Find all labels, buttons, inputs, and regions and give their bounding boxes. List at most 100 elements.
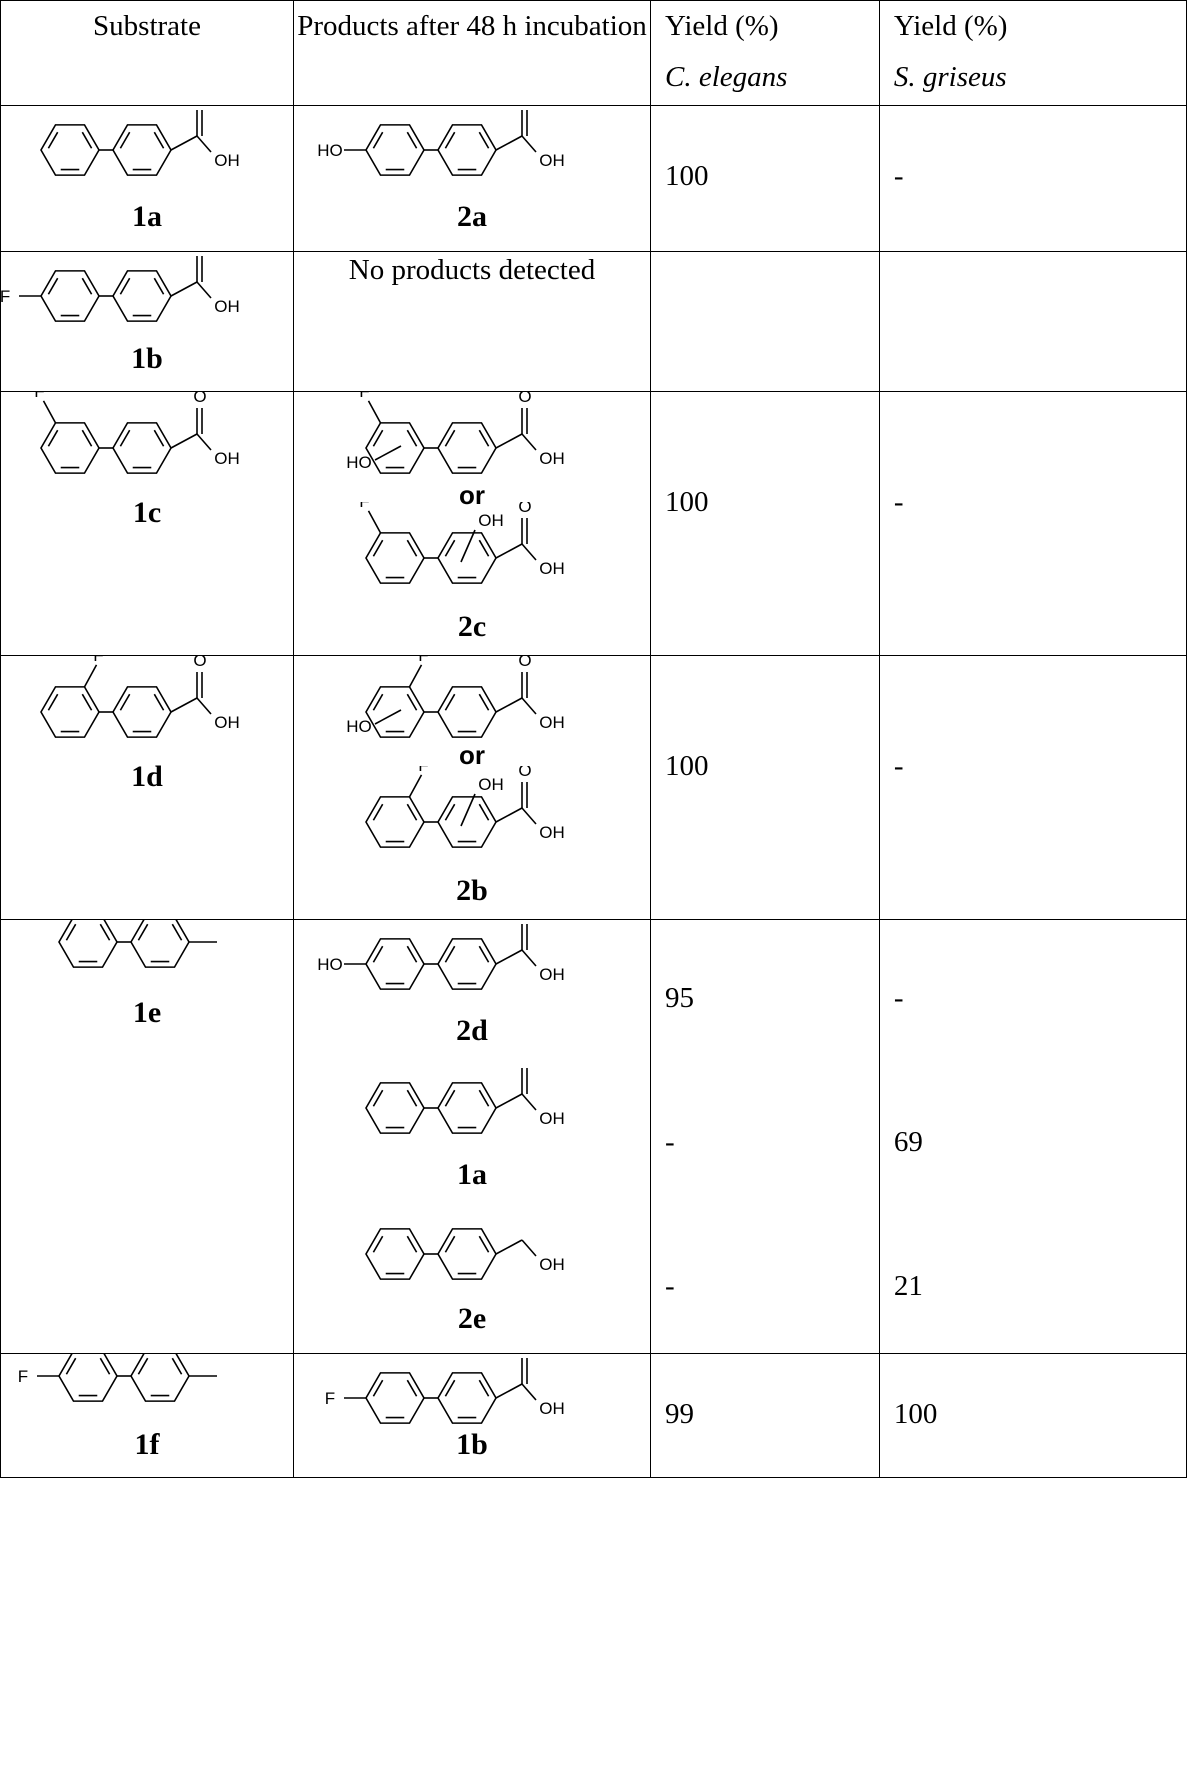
bond (153, 429, 165, 447)
ring (437, 1228, 497, 1280)
compound-label: 2c (457, 610, 487, 643)
yield-celegans-cell: 95 - - (650, 919, 880, 1354)
bond (478, 1379, 490, 1397)
compound-label: 2e (457, 1302, 487, 1335)
atom-label: F (359, 392, 369, 401)
ring (40, 270, 100, 322)
atom-label: O (518, 1354, 531, 1356)
header-products: Products after 48 h incubation (293, 0, 651, 106)
bond (495, 543, 523, 559)
bond (47, 131, 59, 149)
bond (495, 1093, 523, 1109)
bond (81, 429, 93, 447)
bond (81, 131, 93, 149)
bond (196, 433, 212, 451)
bond (444, 1379, 456, 1397)
yield-value: 99 (665, 1398, 694, 1430)
bond (444, 1235, 456, 1253)
structure-1d: OOHF (40, 656, 240, 738)
atom-label: OH (539, 823, 565, 842)
atom-label: O (518, 920, 531, 922)
atom-label: F (325, 1389, 335, 1408)
yield-sgriseus-cell: - (878, 655, 1187, 920)
bond (521, 1239, 537, 1257)
compound-label: 1b (456, 1428, 488, 1461)
bond (406, 945, 418, 963)
bond (374, 445, 402, 461)
atom-label: F (418, 766, 428, 775)
header-yield-sgriseus: Yield (%)S. griseus (878, 0, 1187, 106)
yield-sgriseus-cell: 100 (878, 1353, 1187, 1478)
substrate-cell: OOHF 1b (0, 251, 294, 392)
ring (437, 938, 497, 990)
bond (171, 923, 183, 941)
bond (119, 277, 131, 295)
atom-label: OH (214, 449, 240, 468)
substrate-cell: 1e (0, 919, 294, 1354)
atom-label: O (518, 1064, 531, 1066)
structure-1a: OOH (40, 106, 240, 176)
structure-2c-option-b: OOHFOH (359, 502, 565, 584)
bond (65, 1357, 77, 1375)
atom-label: OH (214, 713, 240, 732)
bond (478, 1089, 490, 1107)
ring (112, 124, 172, 176)
bond (478, 803, 490, 821)
atom-label: F (18, 1367, 28, 1386)
ring (130, 1354, 190, 1402)
bond (444, 693, 456, 711)
atom-label: O (518, 106, 531, 108)
bond (521, 543, 537, 561)
atom-label: F (34, 392, 44, 401)
bond (196, 697, 212, 715)
bond (65, 923, 77, 941)
atom-label: OH (478, 775, 504, 794)
bond (495, 1239, 523, 1255)
ring (365, 1228, 425, 1280)
atom-label: HO (317, 955, 343, 974)
compound-label: 1c (132, 496, 162, 529)
ring (365, 938, 425, 990)
ring (365, 1372, 425, 1424)
results-table: Substrate Products after 48 h incubation… (0, 0, 1187, 1478)
atom-label: O (193, 392, 206, 406)
bond (406, 131, 418, 149)
table-row: OOHF 1d OOHFHO or OOHFOH 2b 100 - (0, 655, 1187, 920)
bond (406, 693, 418, 711)
bond (444, 945, 456, 963)
compound-label: 1b (131, 342, 163, 375)
structure-1c: O OH F (34, 392, 240, 474)
bond (521, 433, 537, 451)
atom-label: OH (539, 1109, 565, 1128)
bond (495, 949, 523, 965)
compound-label: 2b (456, 874, 488, 907)
bond (406, 1235, 418, 1253)
bond (153, 277, 165, 295)
bond (495, 135, 523, 151)
yield-sgriseus-cell (878, 251, 1187, 392)
bond (367, 400, 382, 424)
ring (437, 1082, 497, 1134)
bond (478, 539, 490, 557)
substrate-cell: OOHF 1d (0, 655, 294, 920)
ring (112, 270, 172, 322)
atom-label: OH (539, 965, 565, 984)
bond (406, 429, 418, 447)
bond (170, 135, 198, 151)
bond (406, 1379, 418, 1397)
yield-celegans-cell (650, 251, 880, 392)
bond (521, 807, 537, 825)
bond (47, 277, 59, 295)
atom-label: OH (539, 713, 565, 732)
bond (170, 433, 198, 449)
structure-1b-product: OOHF (325, 1354, 565, 1424)
compound-label: 2a (457, 200, 487, 233)
bond (99, 923, 111, 941)
bond (372, 945, 384, 963)
yield-celegans-cell: 100 (650, 391, 880, 656)
or-label: or (459, 480, 485, 510)
bond (521, 949, 537, 967)
atom-label: O (193, 252, 206, 254)
bond (170, 281, 198, 297)
